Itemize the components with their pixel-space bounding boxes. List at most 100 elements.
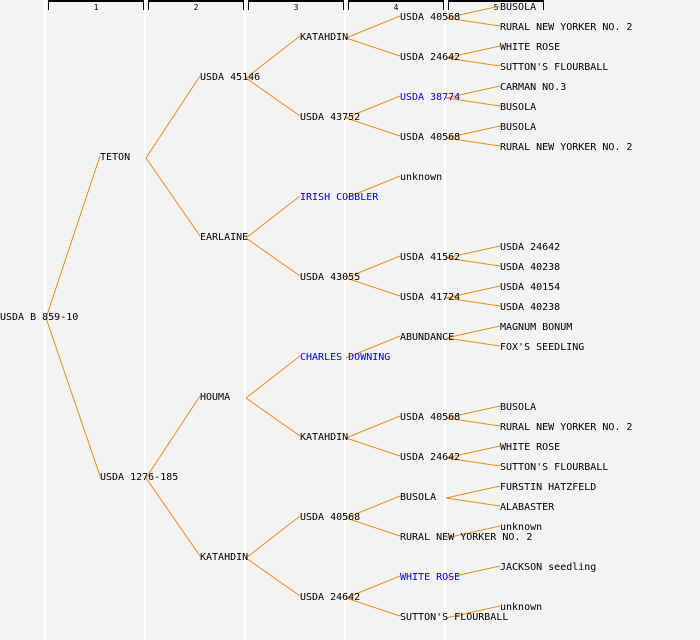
pedigree-edge <box>345 597 401 617</box>
column-header-5: 5 <box>448 0 544 12</box>
pedigree-node: USDA 41562 <box>400 252 461 263</box>
pedigree-node: USDA 40568 <box>400 12 461 23</box>
pedigree-edge <box>245 237 301 277</box>
pedigree-edge <box>445 45 501 59</box>
pedigree-node-link[interactable]: CHARLES DOWNING <box>300 352 391 363</box>
pedigree-node: EARLAINE <box>200 232 249 243</box>
pedigree-edge <box>445 5 501 19</box>
pedigree-node: BUSOLA <box>500 2 537 13</box>
pedigree-node: USDA 24642 <box>400 52 461 63</box>
pedigree-edge <box>445 525 501 539</box>
pedigree-edge <box>445 497 501 507</box>
pedigree-node: USDA B 859-10 <box>0 312 79 323</box>
pedigree-node-link[interactable]: IRISH COBBLER <box>300 192 379 203</box>
pedigree-edge <box>445 57 501 67</box>
pedigree-node: RURAL NEW YORKER NO. 2 <box>500 142 633 153</box>
pedigree-edge <box>245 77 301 117</box>
pedigree-edge <box>245 35 301 79</box>
pedigree-node: USDA 40568 <box>300 512 361 523</box>
column-header-4: 4 <box>348 0 444 12</box>
pedigree-edge <box>445 97 501 107</box>
pedigree-edge <box>345 335 401 359</box>
pedigree-node-link[interactable]: WHITE ROSE <box>400 572 461 583</box>
pedigree-node: HOUMA <box>200 392 231 403</box>
column-separator <box>44 0 46 640</box>
pedigree-edge <box>345 575 401 599</box>
column-number: 5 <box>493 3 499 12</box>
pedigree-node: ALABASTER <box>500 502 555 513</box>
pedigree-edge <box>445 417 501 427</box>
column-number: 2 <box>193 3 199 12</box>
pedigree-edge <box>445 137 501 147</box>
pedigree-node: BUSOLA <box>500 102 537 113</box>
pedigree-node: USDA 24642 <box>500 242 561 253</box>
pedigree-node: SUTTON'S FLOURBALL <box>400 612 509 623</box>
pedigree-edge <box>445 445 501 459</box>
pedigree-edge <box>445 125 501 139</box>
pedigree-node: CARMAN NO.3 <box>500 82 567 93</box>
pedigree-node: USDA 24642 <box>300 592 361 603</box>
pedigree-node: WHITE ROSE <box>500 442 561 453</box>
pedigree-node: MAGNUM BONUM <box>500 322 573 333</box>
pedigree-edge <box>345 437 401 457</box>
pedigree-node: USDA 40238 <box>500 302 561 313</box>
pedigree-node: unknown <box>500 602 543 613</box>
pedigree-node: BUSOLA <box>500 122 537 133</box>
pedigree-edge <box>445 337 501 347</box>
pedigree-edge <box>245 397 301 437</box>
pedigree-edge <box>345 37 401 57</box>
pedigree-node: USDA 43055 <box>300 272 361 283</box>
column-header-2: 2 <box>148 0 244 12</box>
pedigree-node: RURAL NEW YORKER NO. 2 <box>500 422 633 433</box>
pedigree-node: USDA 40154 <box>500 282 561 293</box>
pedigree-node: USDA 1276-185 <box>100 472 179 483</box>
column-number: 3 <box>293 3 299 12</box>
pedigree-edge <box>445 605 501 619</box>
pedigree-edge <box>145 75 201 159</box>
pedigree-node: USDA 40568 <box>400 412 461 423</box>
pedigree-node: unknown <box>500 522 543 533</box>
column-header-1: 1 <box>48 0 144 12</box>
pedigree-edge <box>445 85 501 99</box>
pedigree-edge <box>245 355 301 399</box>
pedigree-node: BUSOLA <box>500 402 537 413</box>
pedigree-node-link[interactable]: USDA 38774 <box>400 92 461 103</box>
pedigree-node: RURAL NEW YORKER NO. 2 <box>400 532 533 543</box>
column-separator <box>444 0 446 640</box>
pedigree-edge <box>445 245 501 259</box>
column-separator <box>144 0 146 640</box>
pedigree-edge <box>345 517 401 537</box>
pedigree-node: KATAHDIN <box>300 432 349 443</box>
pedigree-node: USDA 40568 <box>400 132 461 143</box>
pedigree-node: USDA 43752 <box>300 112 361 123</box>
pedigree-edge <box>45 155 101 319</box>
pedigree-edge <box>445 565 501 579</box>
pedigree-edge <box>145 395 201 479</box>
pedigree-edge <box>445 297 501 307</box>
pedigree-node: TETON <box>100 152 131 163</box>
pedigree-node: USDA 40238 <box>500 262 561 273</box>
pedigree-edge <box>445 325 501 339</box>
pedigree-edge <box>445 457 501 467</box>
column-number: 1 <box>93 3 99 12</box>
pedigree-edge <box>345 415 401 439</box>
pedigree-node: USDA 41724 <box>400 292 461 303</box>
pedigree-edge <box>445 257 501 267</box>
pedigree-node: SUTTON'S FLOURBALL <box>500 462 609 473</box>
pedigree-node: FURSTIN HATZFELD <box>500 482 597 493</box>
pedigree-edge <box>445 285 501 299</box>
column-number: 4 <box>393 3 399 12</box>
column-separator <box>244 0 246 640</box>
pedigree-node: WHITE ROSE <box>500 42 561 53</box>
pedigree-edge <box>245 557 301 597</box>
pedigree-node: SUTTON'S FLOURBALL <box>500 62 609 73</box>
column-header-3: 3 <box>248 0 344 12</box>
pedigree-node: KATAHDIN <box>300 32 349 43</box>
pedigree-edge <box>245 195 301 239</box>
pedigree-edge <box>345 95 401 119</box>
pedigree-edge <box>45 317 101 477</box>
pedigree-node: BUSOLA <box>400 492 437 503</box>
pedigree-edge <box>345 255 401 279</box>
pedigree-edge <box>345 175 401 199</box>
